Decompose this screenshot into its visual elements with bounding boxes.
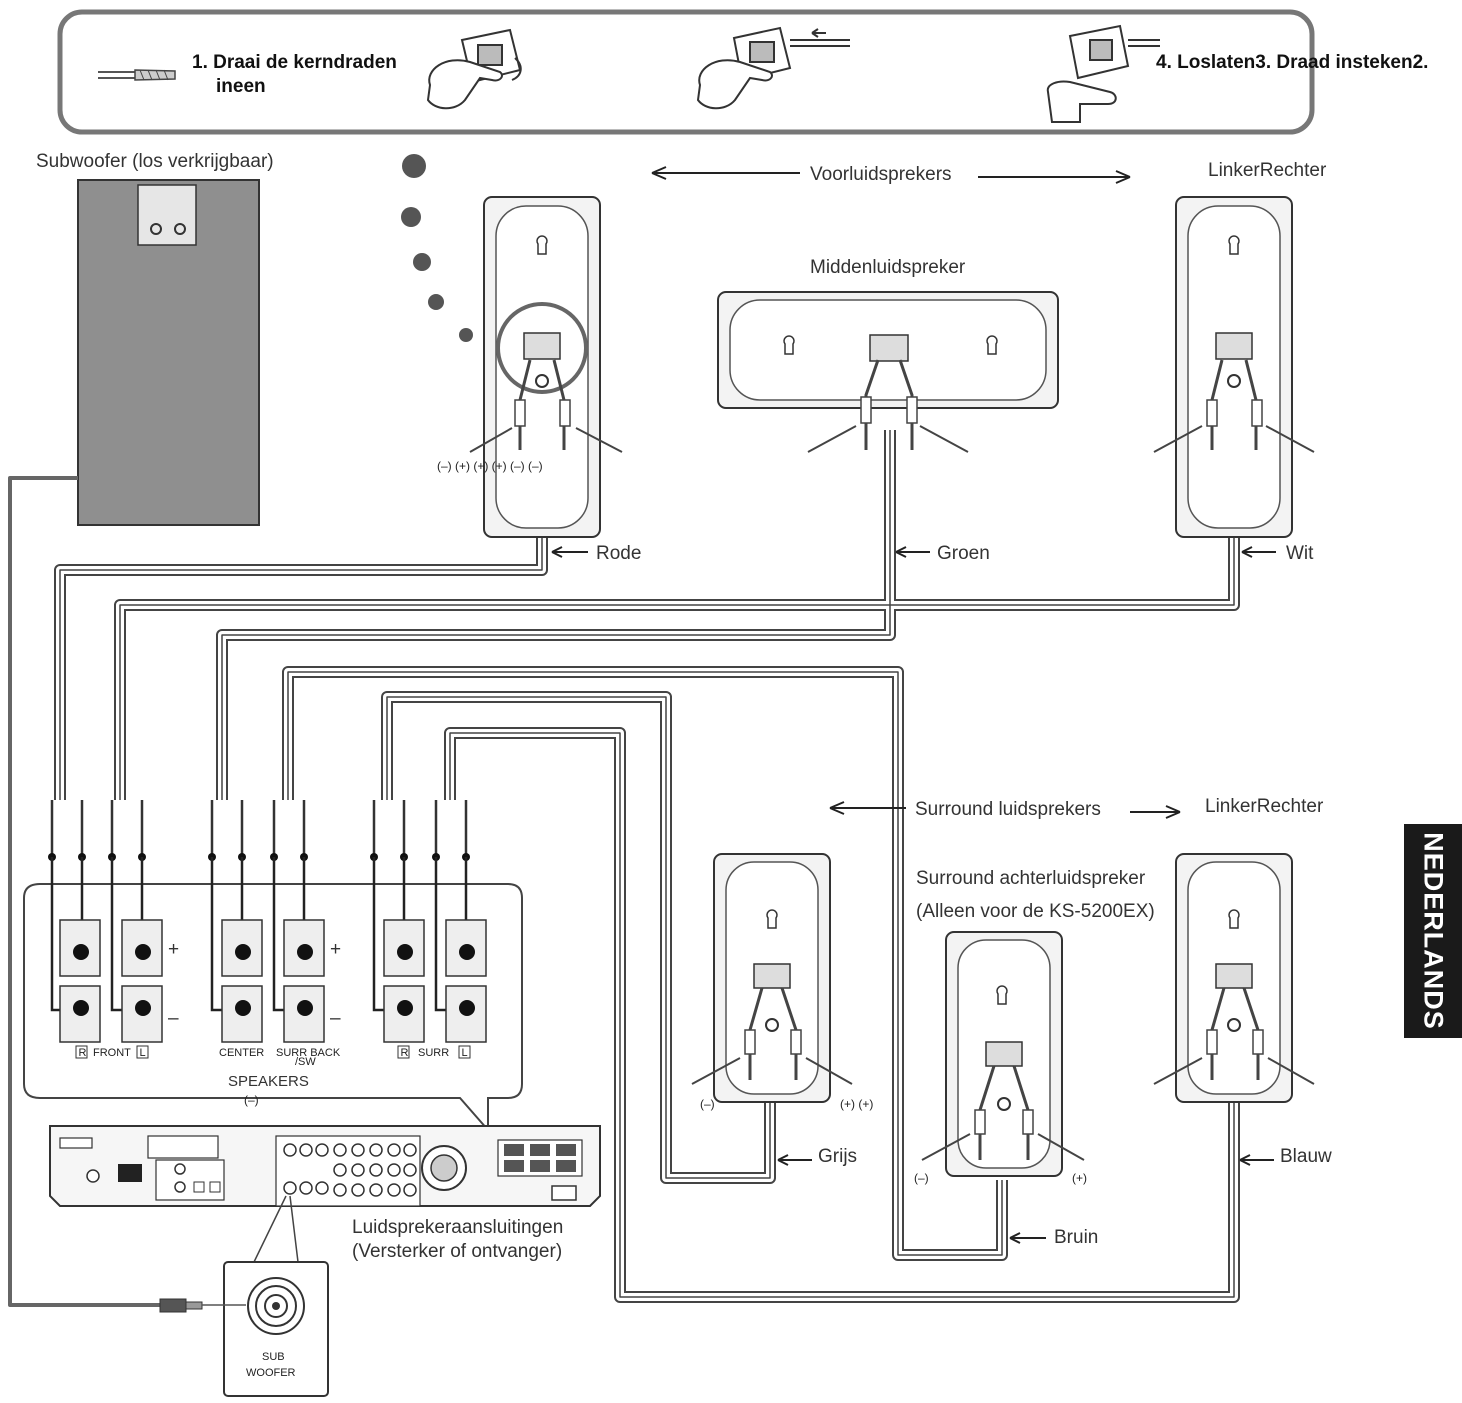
surround-speakers-label: Surround luidsprekers — [915, 799, 1101, 820]
insert-wire-hand-icon — [696, 26, 850, 110]
front-left-speaker: (–) (+) (+) (+) (–) (–) — [437, 196, 623, 538]
subwoofer-jack: SUB WOOFER — [159, 1195, 329, 1397]
front-l-tag: L — [140, 1047, 146, 1059]
stripped-wire-icon — [98, 69, 176, 81]
sub-jack-label: SUB — [262, 1351, 285, 1363]
wire-labels-surround: Grijs Bruin Blauw — [777, 1146, 1332, 1248]
terminal-minus-1: – — [168, 1008, 179, 1029]
front-r-tag: R — [79, 1047, 87, 1059]
surr-back-terminal-label: SURR BACK — [276, 1047, 341, 1059]
amplifier-note: (Versterker of ontvanger) — [352, 1241, 562, 1262]
wire-grey-label: Grijs — [818, 1146, 857, 1167]
front-terminal-label: FRONT — [93, 1047, 131, 1059]
surround-left-minus: (–) — [700, 1097, 715, 1111]
steps-2-4-text: 4. Loslaten3. Draad insteken2. — [1156, 52, 1428, 73]
surround-back-minus: (–) — [914, 1171, 929, 1185]
front-left-right-label: LinkerRechter — [1208, 160, 1327, 181]
speaker-terminal-panel: + – + – R FRONT L CENTER SURR BACK /SW R… — [23, 800, 523, 1133]
front-right-speaker — [1153, 196, 1315, 538]
press-terminal-hand-icon — [426, 28, 522, 110]
terminal-minus-2: – — [330, 1008, 341, 1029]
surround-left-right-label: LinkerRechter — [1205, 796, 1324, 817]
amplifier-label: Luidsprekeraansluitingen — [352, 1217, 563, 1238]
front-left-polarity: (–) (+) (+) (+) (–) (–) — [437, 459, 543, 473]
surr-terminal-label: SURR — [418, 1047, 449, 1059]
wire-labels-front: Rode Groen Wit — [551, 543, 1314, 564]
surr-l-tag: L — [462, 1047, 468, 1059]
surround-labels: Surround luidsprekers LinkerRechter Surr… — [829, 796, 1324, 922]
speakers-polarity: (–) — [244, 1093, 259, 1107]
subwoofer: Subwoofer (los verkrijgbaar) — [36, 151, 274, 526]
center-speaker-label: Middenluidspreker — [810, 257, 966, 278]
wire-brown-label: Bruin — [1054, 1227, 1098, 1248]
wire-red-label: Rode — [596, 543, 641, 564]
release-hand-icon — [1046, 24, 1160, 123]
subwoofer-label: Subwoofer (los verkrijgbaar) — [36, 151, 274, 172]
surround-left-speaker: (–) (+) (+) — [691, 853, 873, 1111]
decor-dots — [401, 154, 473, 342]
wire-white-label: Wit — [1286, 543, 1314, 564]
surround-right-speaker — [1153, 853, 1315, 1103]
step-1-text: 1. Draai de kerndraden — [192, 52, 397, 73]
language-tab-label: NEDERLANDS — [1418, 832, 1449, 1030]
surround-left-plus: (+) (+) — [840, 1097, 873, 1111]
surr-r-tag: R — [401, 1047, 409, 1059]
terminal-plus-1: + — [168, 939, 179, 960]
surround-back-plus: (+) — [1072, 1171, 1087, 1185]
sw-terminal-label: /SW — [295, 1056, 316, 1068]
step-1-text-cont: ineen — [216, 76, 266, 97]
amplifier: Luidsprekeraansluitingen (Versterker of … — [49, 1125, 601, 1262]
front-speakers-label: Voorluidsprekers — [810, 164, 952, 185]
center-terminal-label: CENTER — [219, 1047, 264, 1059]
wire-green-label: Groen — [937, 543, 990, 564]
front-labels: Voorluidsprekers LinkerRechter Middenlui… — [651, 160, 1327, 278]
surround-back-note: (Alleen voor de KS-5200EX) — [916, 901, 1155, 922]
language-tab: NEDERLANDS — [1404, 824, 1462, 1038]
terminal-plus-2: + — [330, 939, 341, 960]
wire-blue-label: Blauw — [1280, 1146, 1332, 1167]
woofer-jack-label: WOOFER — [246, 1367, 296, 1379]
speakers-title: SPEAKERS — [228, 1073, 309, 1090]
surround-back-label: Surround achterluidspreker — [916, 868, 1146, 889]
center-speaker — [717, 291, 1059, 453]
instruction-banner: 1. Draai de kerndraden ineen 4. Los — [57, 9, 1428, 135]
surround-back-speaker: (–) (+) — [914, 931, 1087, 1185]
